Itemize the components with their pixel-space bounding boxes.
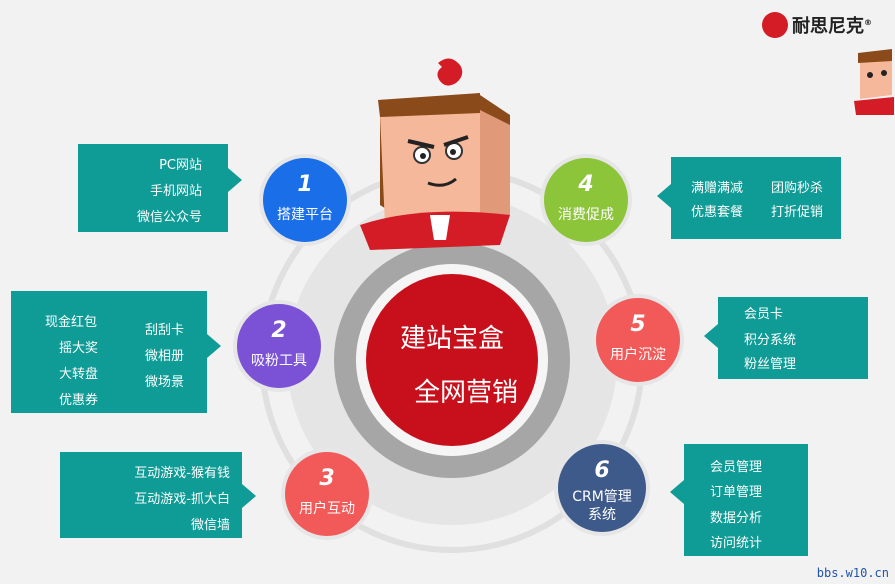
arrow-left-icon — [670, 480, 684, 504]
feature-box-4: 满赠满减 团购秒杀 优惠套餐 打折促销 — [671, 157, 841, 239]
center-title-line1: 建站宝盒 — [399, 324, 504, 354]
step-label: CRM管理系统 — [572, 489, 632, 523]
step-label: 吸粉工具 — [251, 353, 307, 369]
list-item: 访问统计 — [710, 536, 763, 551]
step-node-5: 5 用户沉淀 — [592, 294, 684, 386]
step-label: 用户互动 — [299, 501, 355, 517]
brand-logo-icon — [762, 12, 788, 38]
step-number: 6 — [594, 458, 610, 483]
list-item: 摇大奖 — [59, 341, 99, 356]
step-number: 5 — [630, 312, 646, 337]
arrow-left-icon — [704, 324, 718, 348]
watermark: bbs.w10.cn — [816, 566, 889, 580]
list-item: 积分系统 — [744, 333, 797, 348]
list-item: 优惠套餐 — [691, 205, 744, 220]
step-label: 用户沉淀 — [610, 347, 666, 363]
list-item: 微信墙 — [190, 518, 230, 533]
step-number: 1 — [297, 172, 313, 197]
mascot-illustration — [360, 58, 510, 250]
arrow-right-icon — [207, 334, 221, 358]
arrow-right-icon — [242, 484, 256, 508]
center-title-line2: 全网营销 — [413, 378, 518, 408]
list-item: 团购秒杀 — [771, 181, 824, 196]
list-item: 会员管理 — [710, 460, 763, 475]
list-item: 刮刮卡 — [145, 323, 185, 338]
list-item: 订单管理 — [710, 485, 763, 500]
arrow-right-icon — [228, 168, 242, 192]
list-item: 手机网站 — [149, 184, 202, 199]
step-number: 2 — [271, 318, 287, 343]
list-item: 满赠满减 — [691, 181, 744, 196]
step-node-3: 3 用户互动 — [281, 448, 373, 540]
brand-name: 耐思尼克® — [792, 16, 872, 37]
feature-box-5: 会员卡 积分系统 粉丝管理 — [718, 297, 868, 379]
list-item: 互动游戏-猴有钱 — [134, 466, 230, 481]
list-item: 打折促销 — [771, 205, 824, 220]
step-label: 搭建平台 — [277, 207, 333, 223]
list-item: 微场景 — [145, 375, 185, 390]
feature-box-6: 会员管理 订单管理 数据分析 访问统计 — [684, 444, 808, 556]
list-item: 优惠券 — [59, 393, 99, 408]
list-item: 微信公众号 — [136, 210, 202, 225]
step-number: 4 — [578, 172, 594, 197]
step-node-6: 6 CRM管理系统 — [554, 440, 650, 536]
feature-box-1: PC网站 手机网站 微信公众号 — [78, 144, 228, 232]
feature-box-3: 互动游戏-猴有钱 互动游戏-抓大白 微信墙 — [60, 452, 242, 538]
list-item: 现金红包 — [45, 315, 98, 330]
list-item: 数据分析 — [710, 511, 763, 526]
step-label: 消费促成 — [558, 207, 614, 223]
list-item: 互动游戏-抓大白 — [134, 492, 230, 507]
list-item: 大转盘 — [59, 367, 99, 382]
list-item: 会员卡 — [744, 307, 784, 322]
mascot-mini-icon — [854, 49, 894, 115]
step-node-1: 1 搭建平台 — [259, 154, 351, 246]
list-item: PC网站 — [159, 158, 202, 173]
list-item: 微相册 — [145, 349, 185, 364]
step-number: 3 — [319, 466, 335, 491]
step-node-2: 2 吸粉工具 — [233, 300, 325, 392]
feature-box-2: 现金红包 摇大奖 大转盘 优惠券 刮刮卡 微相册 微场景 — [11, 291, 207, 413]
list-item: 粉丝管理 — [744, 357, 797, 372]
arrow-left-icon — [657, 184, 671, 208]
step-node-4: 4 消费促成 — [540, 154, 632, 246]
